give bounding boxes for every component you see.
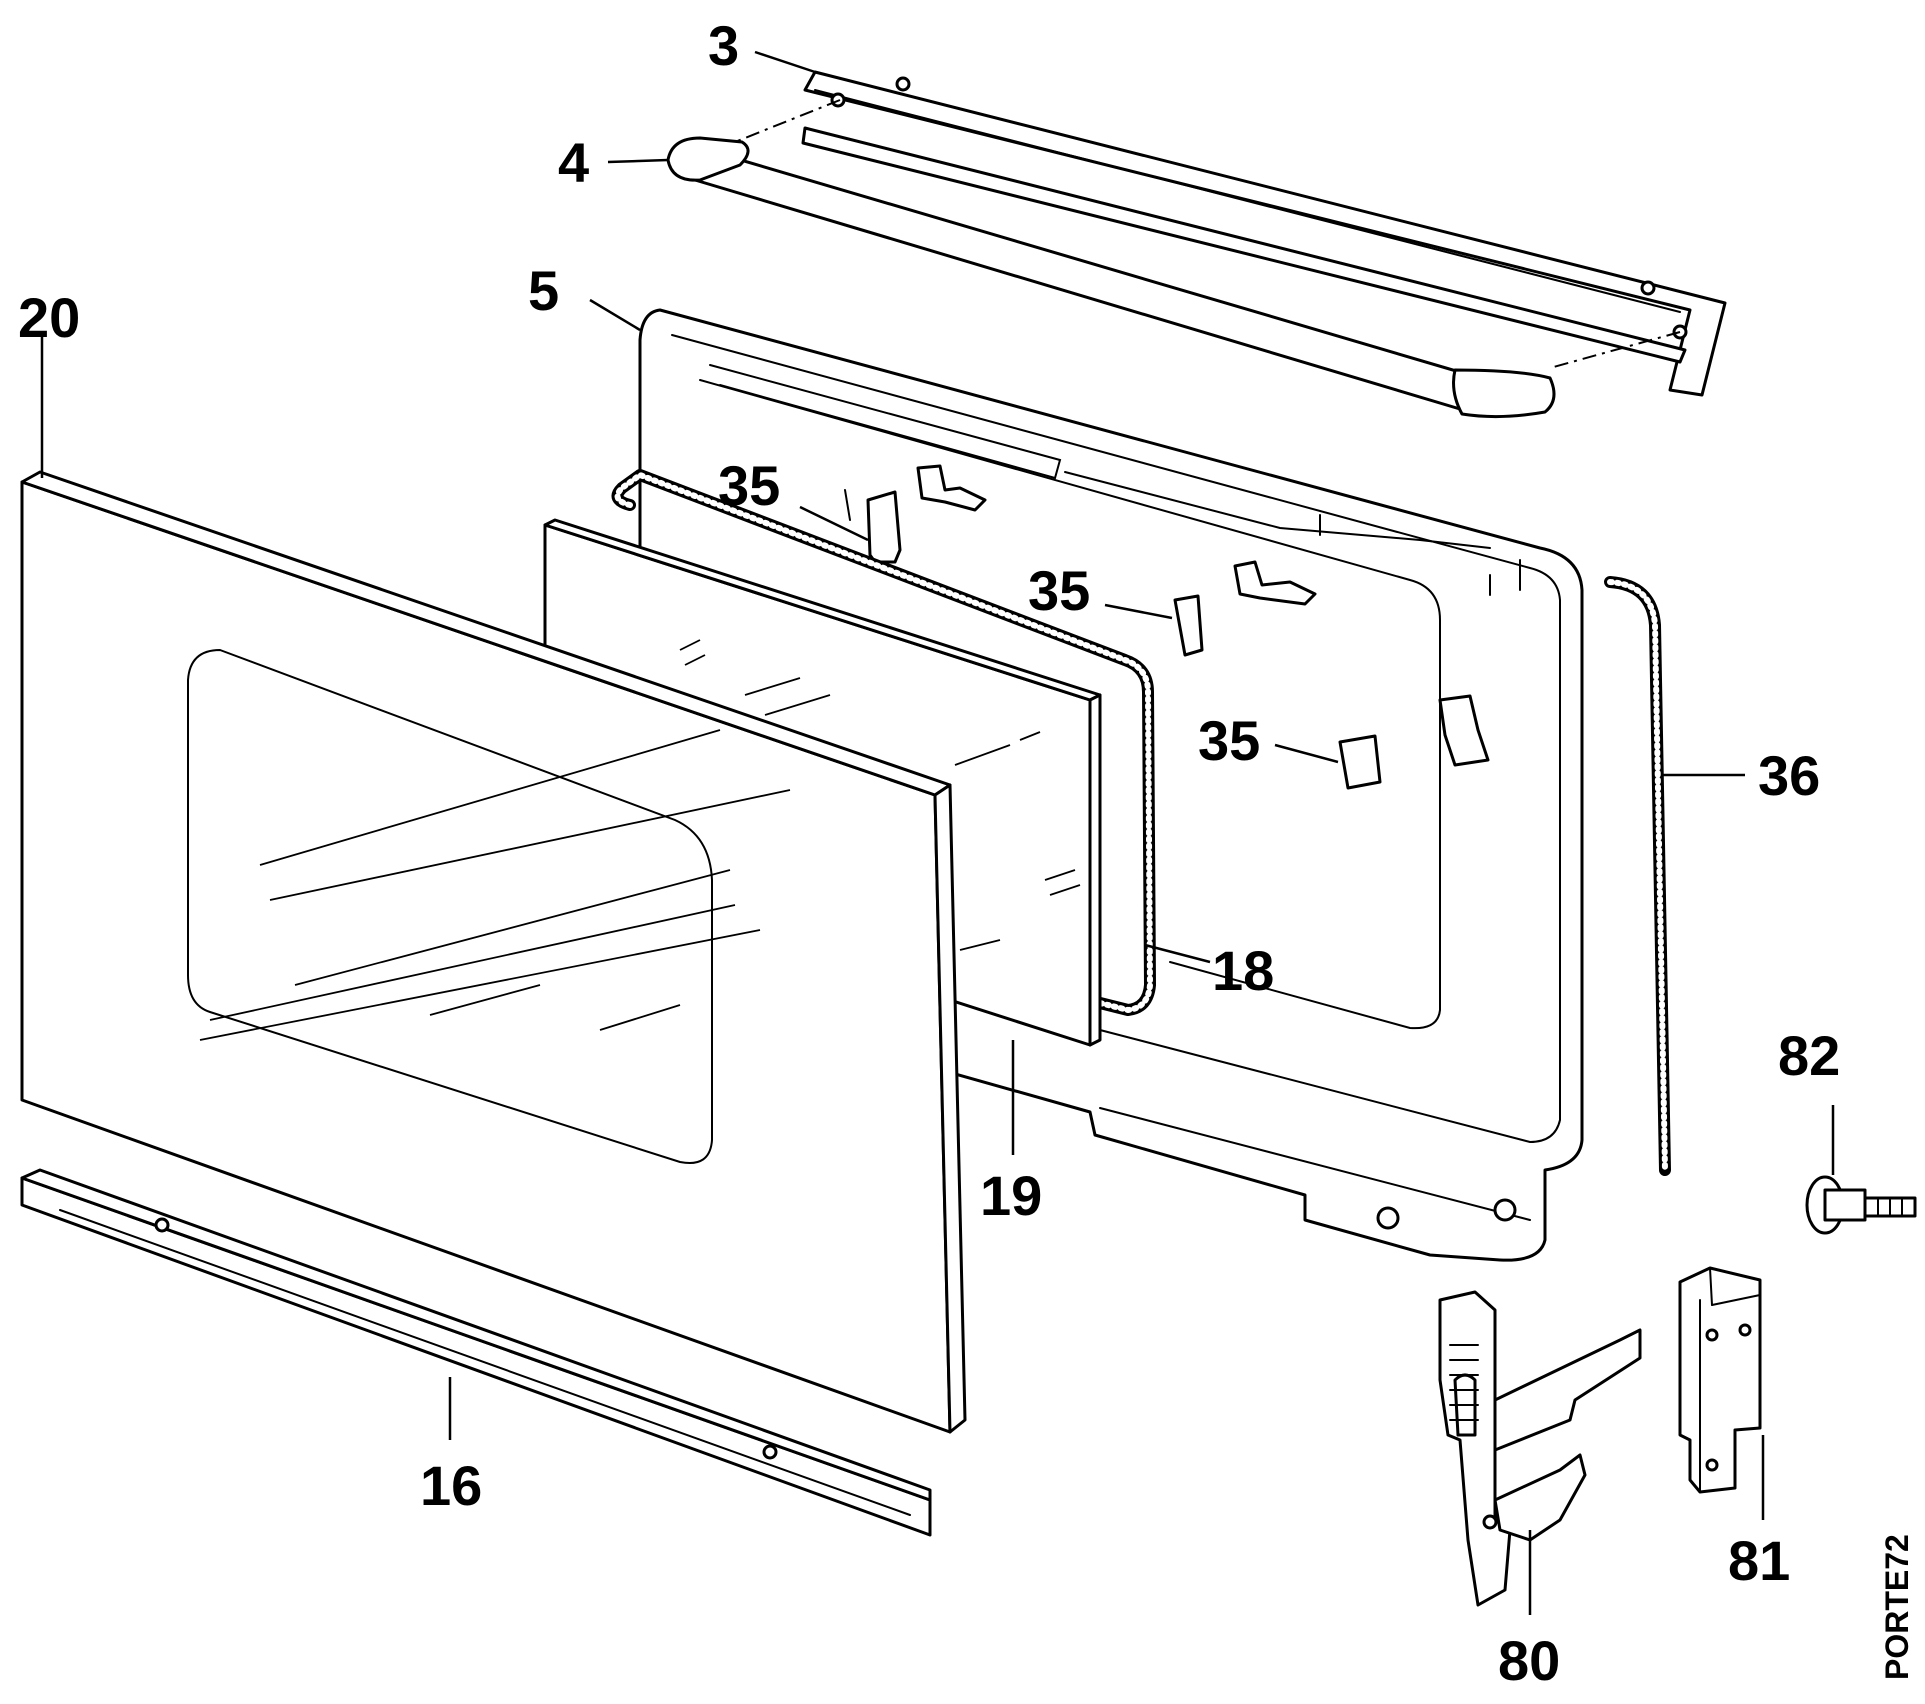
callout-20: 20 (18, 286, 80, 349)
callout-36: 36 (1758, 744, 1820, 807)
part-3-top-rail (801, 70, 1727, 397)
part-18-glass-gasket (611, 469, 1156, 1016)
callout-16: 16 (420, 1454, 482, 1517)
callout-labels: 3 4 5 20 35 35 35 36 18 19 82 16 80 81 P… (18, 14, 1915, 1692)
part-4-handle (666, 99, 1681, 419)
part-80-hinge (1438, 1290, 1642, 1607)
callout-3: 3 (708, 14, 739, 77)
part-20-outer-glass (20, 470, 967, 1434)
drawing-code: PORTE72 (1879, 1534, 1915, 1680)
part-16-bottom-trim (20, 1168, 932, 1537)
callout-35c: 35 (1198, 709, 1260, 772)
callout-4: 4 (558, 131, 589, 194)
callout-80: 80 (1498, 1629, 1560, 1692)
part-36-side-seal (1604, 576, 1671, 1176)
callout-35a: 35 (718, 454, 780, 517)
part-82-screw (1805, 1175, 1917, 1235)
callout-35b: 35 (1028, 559, 1090, 622)
callout-82: 82 (1778, 1024, 1840, 1087)
callout-18: 18 (1212, 939, 1274, 1002)
part-81-hinge-receiver (1678, 1266, 1762, 1494)
leader-lines (40, 50, 1835, 1615)
part-35-clips (844, 464, 1490, 790)
callout-5: 5 (528, 259, 559, 322)
callout-81: 81 (1728, 1529, 1790, 1592)
callout-19: 19 (980, 1164, 1042, 1227)
